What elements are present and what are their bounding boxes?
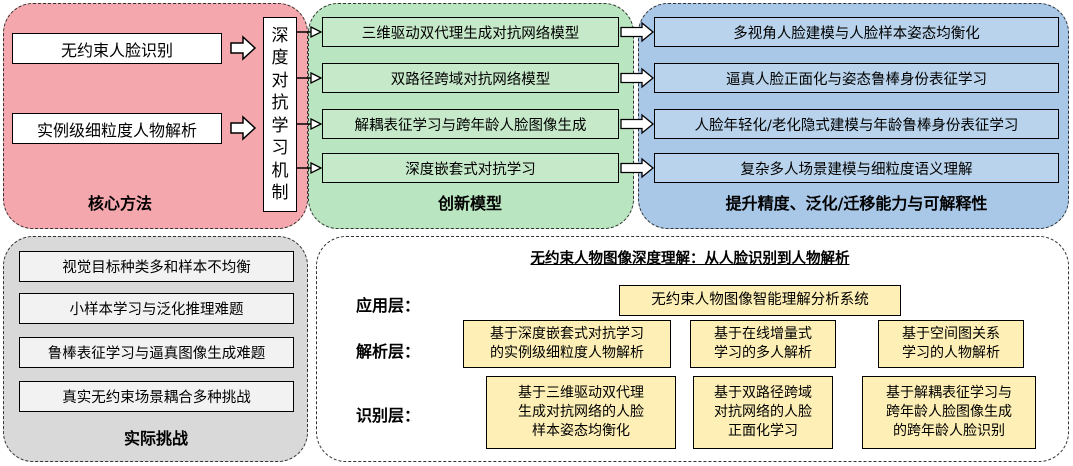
challenge-item: 小样本学习与泛化推理难题 [19, 293, 294, 324]
box-line: 基于解耦表征学习与 [886, 385, 1012, 401]
challenge-item: 真实无约束场景耦合多种挑战 [19, 381, 294, 412]
box-line: 基于三维驱动双代理 [518, 385, 644, 401]
box-line: 基于空间图关系 [902, 326, 1000, 342]
recognition-box-dual-path: 基于双路径跨域 对抗网络的人脸 正面化学习 [693, 376, 833, 449]
box-line: 基于深度嵌套式对抗学习 [490, 326, 644, 342]
parsing-box-incremental: 基于在线增量式 学习的多人解析 [690, 320, 836, 368]
recognition-box-3d-dual-agent: 基于三维驱动双代理 生成对抗网络的人脸 样本姿态均衡化 [486, 376, 676, 449]
parsing-layer-label: 解析层： [356, 342, 421, 361]
input-face-recognition: 无约束人脸识别 [12, 33, 222, 64]
framework-heading: 无约束人物图像深度理解：从人脸识别到人物解析 [530, 251, 850, 267]
mechanism-char: 对 [271, 70, 289, 91]
hollow-arrow-icon [230, 36, 256, 60]
mechanism-char: 学 [271, 115, 289, 136]
model-item: 双路径跨域对抗网络模型 [322, 63, 619, 93]
box-line: 的跨年龄人脸识别 [893, 423, 1005, 439]
box-line: 跨年龄人脸图像生成 [886, 404, 1012, 420]
result-item: 多视角人脸建模与人脸样本姿态均衡化 [654, 17, 1059, 47]
result-item: 逼真人脸正面化与姿态鲁棒身份表征学习 [654, 63, 1059, 93]
hollow-arrow-icon [230, 116, 256, 140]
adversarial-mechanism-box: 深 度 对 抗 学 习 机 制 [263, 17, 297, 212]
box-line: 正面化学习 [728, 423, 798, 439]
mechanism-char: 习 [271, 138, 289, 158]
improvements-title: 提升精度、泛化/迁移能力与可解释性 [725, 194, 988, 213]
mechanism-char: 制 [271, 183, 289, 203]
innovative-models-title: 创新模型 [437, 194, 502, 213]
challenges-title: 实际挑战 [123, 429, 188, 448]
mechanism-to-models-arrows [297, 25, 323, 175]
challenge-item: 视觉目标种类多和样本不均衡 [19, 251, 294, 282]
input-person-parsing: 实例级细粒度人物解析 [12, 113, 222, 144]
box-line: 对抗网络的人脸 [714, 404, 812, 420]
mechanism-char: 机 [271, 160, 289, 181]
recognition-box-cross-age: 基于解耦表征学习与 跨年龄人脸图像生成 的跨年龄人脸识别 [862, 376, 1036, 449]
application-system-box: 无约束人物图像智能理解分析系统 [619, 285, 901, 316]
box-line: 基于双路径跨域 [714, 385, 812, 401]
core-methods-title: 核心方法 [87, 194, 152, 213]
model-item: 深度嵌套式对抗学习 [322, 153, 619, 183]
box-line: 基于在线增量式 [714, 326, 812, 342]
result-item: 人脸年轻化/老化隐式建模与年龄鲁棒身份表征学习 [654, 109, 1059, 139]
models-to-results-arrows [620, 21, 655, 179]
model-item: 三维驱动双代理生成对抗网络模型 [322, 17, 619, 47]
box-line: 生成对抗网络的人脸 [518, 404, 644, 420]
recognition-layer-label: 识别层： [356, 406, 421, 425]
box-line: 学习的人物解析 [902, 345, 1000, 361]
parsing-box-graph-relation: 基于空间图关系 学习的人物解析 [878, 320, 1024, 368]
application-layer-label: 应用层： [356, 296, 421, 315]
mechanism-char: 度 [271, 48, 289, 68]
model-item: 解耦表征学习与跨年龄人脸图像生成 [322, 109, 619, 139]
box-line: 样本姿态均衡化 [532, 423, 630, 439]
box-line: 学习的多人解析 [714, 345, 812, 361]
result-item: 复杂多人场景建模与细粒度语义理解 [654, 153, 1059, 183]
challenge-item: 鲁棒表征学习与逼真图像生成难题 [19, 337, 294, 368]
mechanism-char: 抗 [271, 93, 289, 113]
mechanism-char: 深 [271, 25, 289, 46]
box-line: 的实例级细粒度人物解析 [490, 345, 644, 361]
parsing-box-nested-adversarial: 基于深度嵌套式对抗学习 的实例级细粒度人物解析 [463, 320, 671, 368]
